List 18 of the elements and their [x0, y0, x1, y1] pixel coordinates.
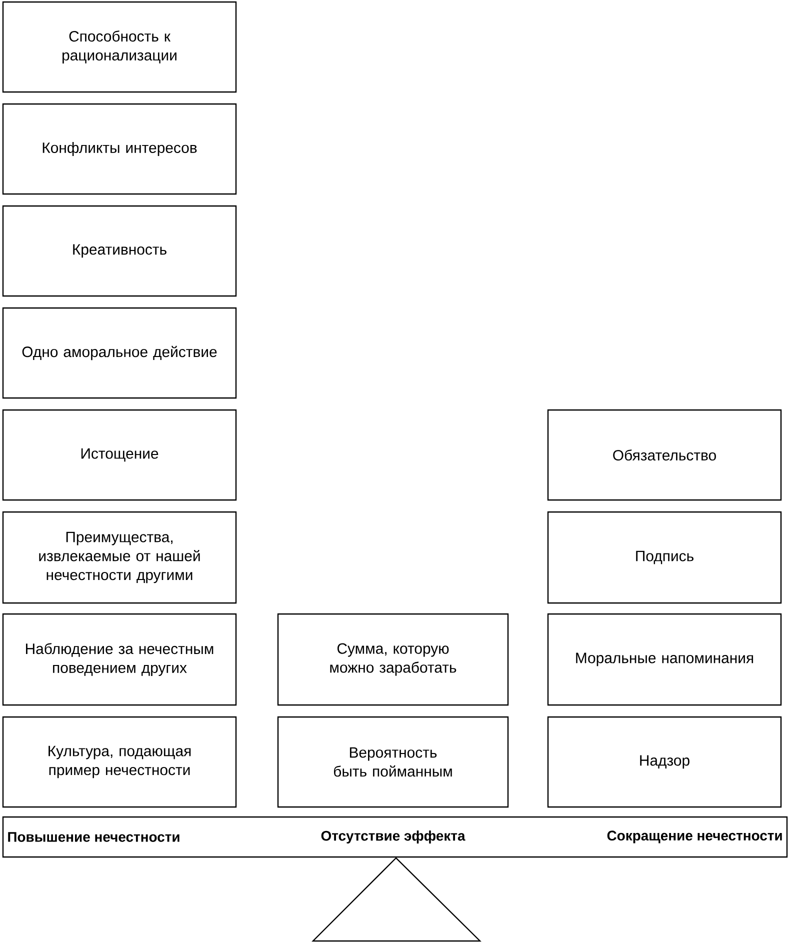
factor-box: Обязательство [547, 409, 782, 501]
factor-box: Одно аморальное действие [2, 307, 237, 399]
factor-box: Креативность [2, 205, 237, 297]
factor-box: Моральные напоминания [547, 613, 782, 706]
factor-box: Сумма, которую можно заработать [277, 613, 509, 706]
beam-label: Отсутствие эффекта [321, 830, 466, 844]
factor-box: Истощение [2, 409, 237, 501]
factor-box: Наблюдение за нечестным поведением других [2, 613, 237, 706]
factor-box: Вероятность быть пойманным [277, 716, 509, 808]
factor-box: Подпись [547, 511, 782, 604]
factor-box: Культура, подающая пример нечестности [2, 716, 237, 808]
beam-label: Сокращение нечестности [607, 830, 782, 844]
factor-box: Надзор [547, 716, 782, 808]
factor-box: Конфликты интересов [2, 103, 237, 195]
beam-label: Повышение нечестности [8, 832, 180, 842]
factor-box: Преимущества, извлекаемые от нашей нечестности другими [2, 511, 237, 604]
scale-beam [2, 816, 788, 858]
factor-box: Способность к рационализации [2, 1, 237, 93]
